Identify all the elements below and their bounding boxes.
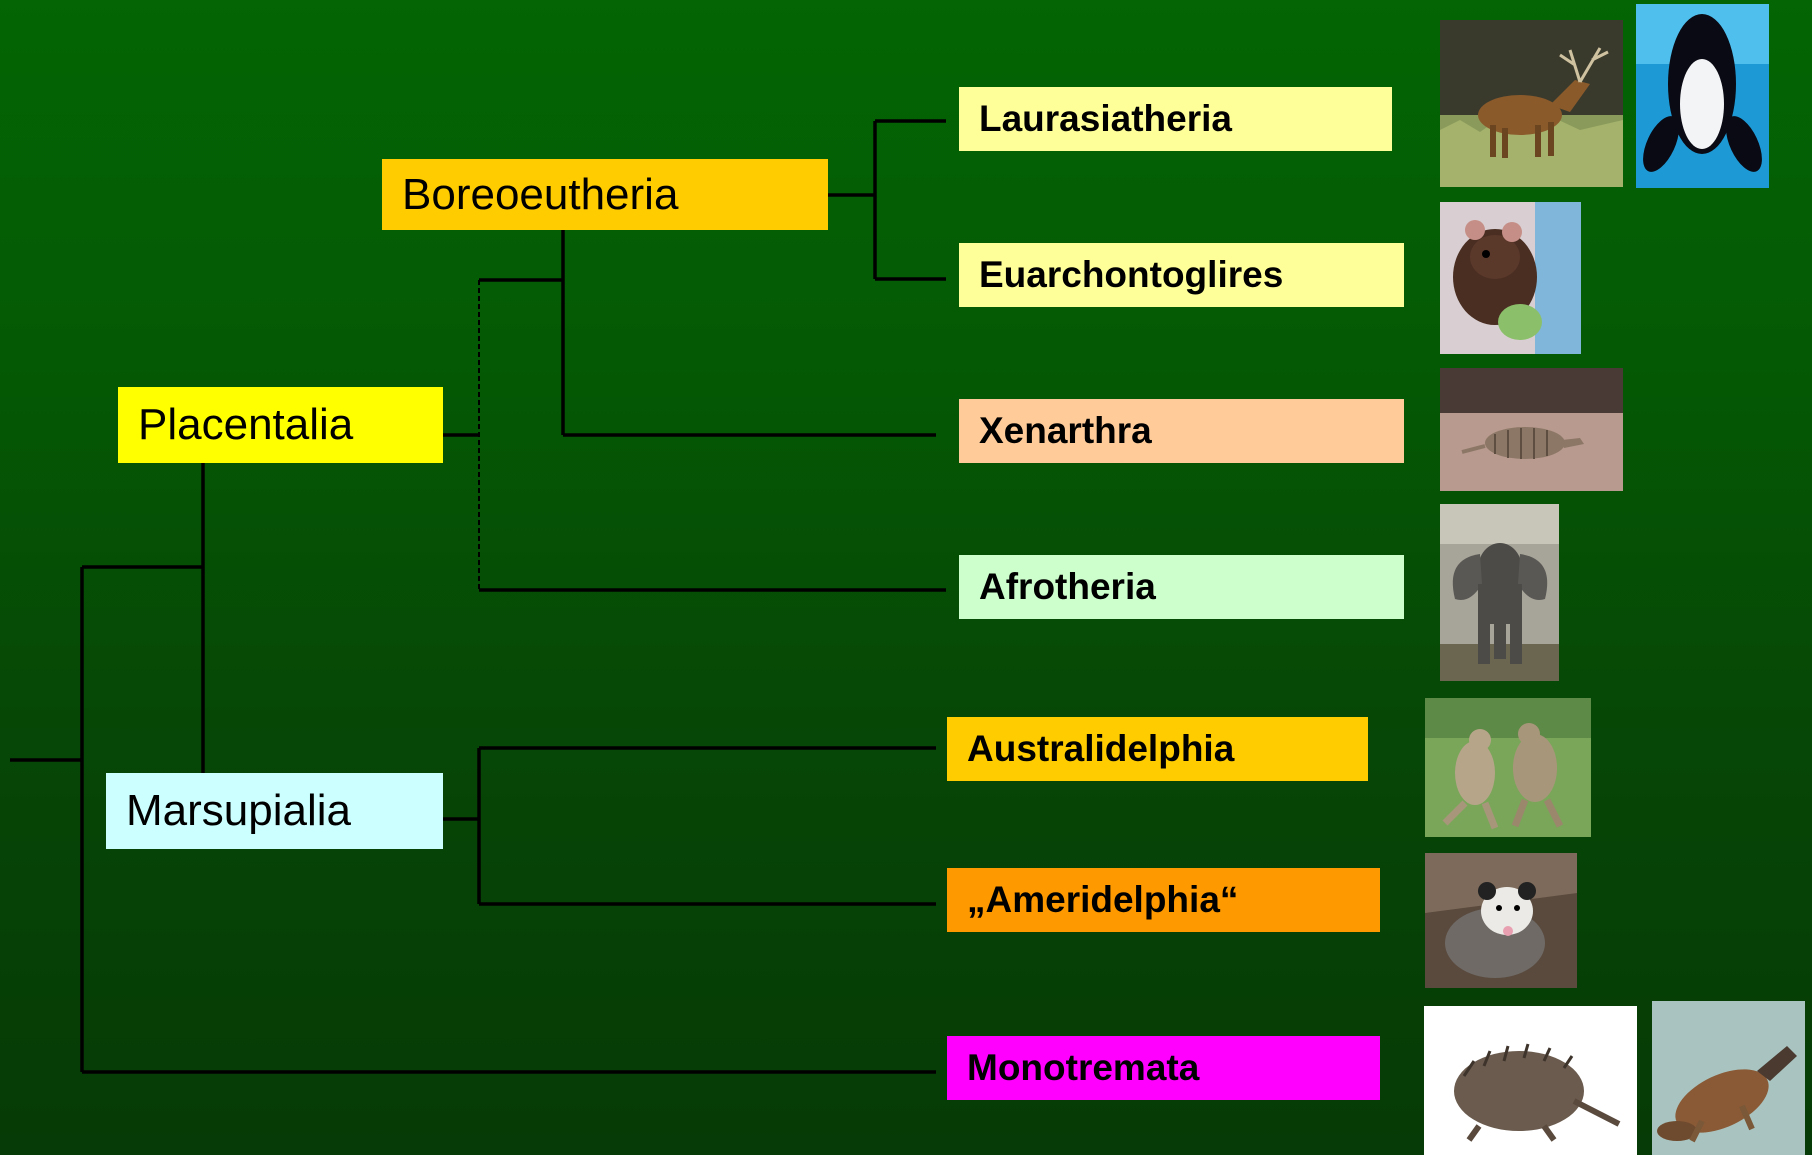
node-placentalia: Placentalia [118,387,443,463]
echidna-photo [1424,1006,1637,1155]
leaf-euarchontoglires-label: Euarchontoglires [979,254,1283,296]
leaf-australidelphia-label: Australidelphia [967,728,1234,770]
leaf-ameridelphia-label: „Ameridelphia“ [967,879,1238,921]
leaf-australidelphia: Australidelphia [947,717,1368,781]
orca-photo [1636,4,1769,188]
armadillo-photo [1440,368,1623,491]
node-marsupialia-label: Marsupialia [126,786,351,836]
leaf-laurasiatheria: Laurasiatheria [959,87,1392,151]
elephant-photo [1440,504,1559,681]
platypus-photo [1652,1001,1805,1155]
leaf-xenarthra-label: Xenarthra [979,410,1152,452]
leaf-monotremata-label: Monotremata [967,1047,1199,1089]
leaf-euarchontoglires: Euarchontoglires [959,243,1404,307]
leaf-monotremata: Monotremata [947,1036,1380,1100]
opossum-photo [1425,853,1577,988]
node-marsupialia: Marsupialia [106,773,443,849]
rat-photo [1440,202,1581,354]
node-placentalia-label: Placentalia [138,400,353,450]
node-boreoeutheria: Boreoeutheria [382,159,828,230]
leaf-afrotheria-label: Afrotheria [979,566,1156,608]
leaf-ameridelphia: „Ameridelphia“ [947,868,1380,932]
leaf-laurasiatheria-label: Laurasiatheria [979,98,1232,140]
leaf-xenarthra: Xenarthra [959,399,1404,463]
kangaroo-photo [1425,698,1591,837]
deer-photo [1440,20,1623,187]
node-boreoeutheria-label: Boreoeutheria [402,170,678,220]
leaf-afrotheria: Afrotheria [959,555,1404,619]
